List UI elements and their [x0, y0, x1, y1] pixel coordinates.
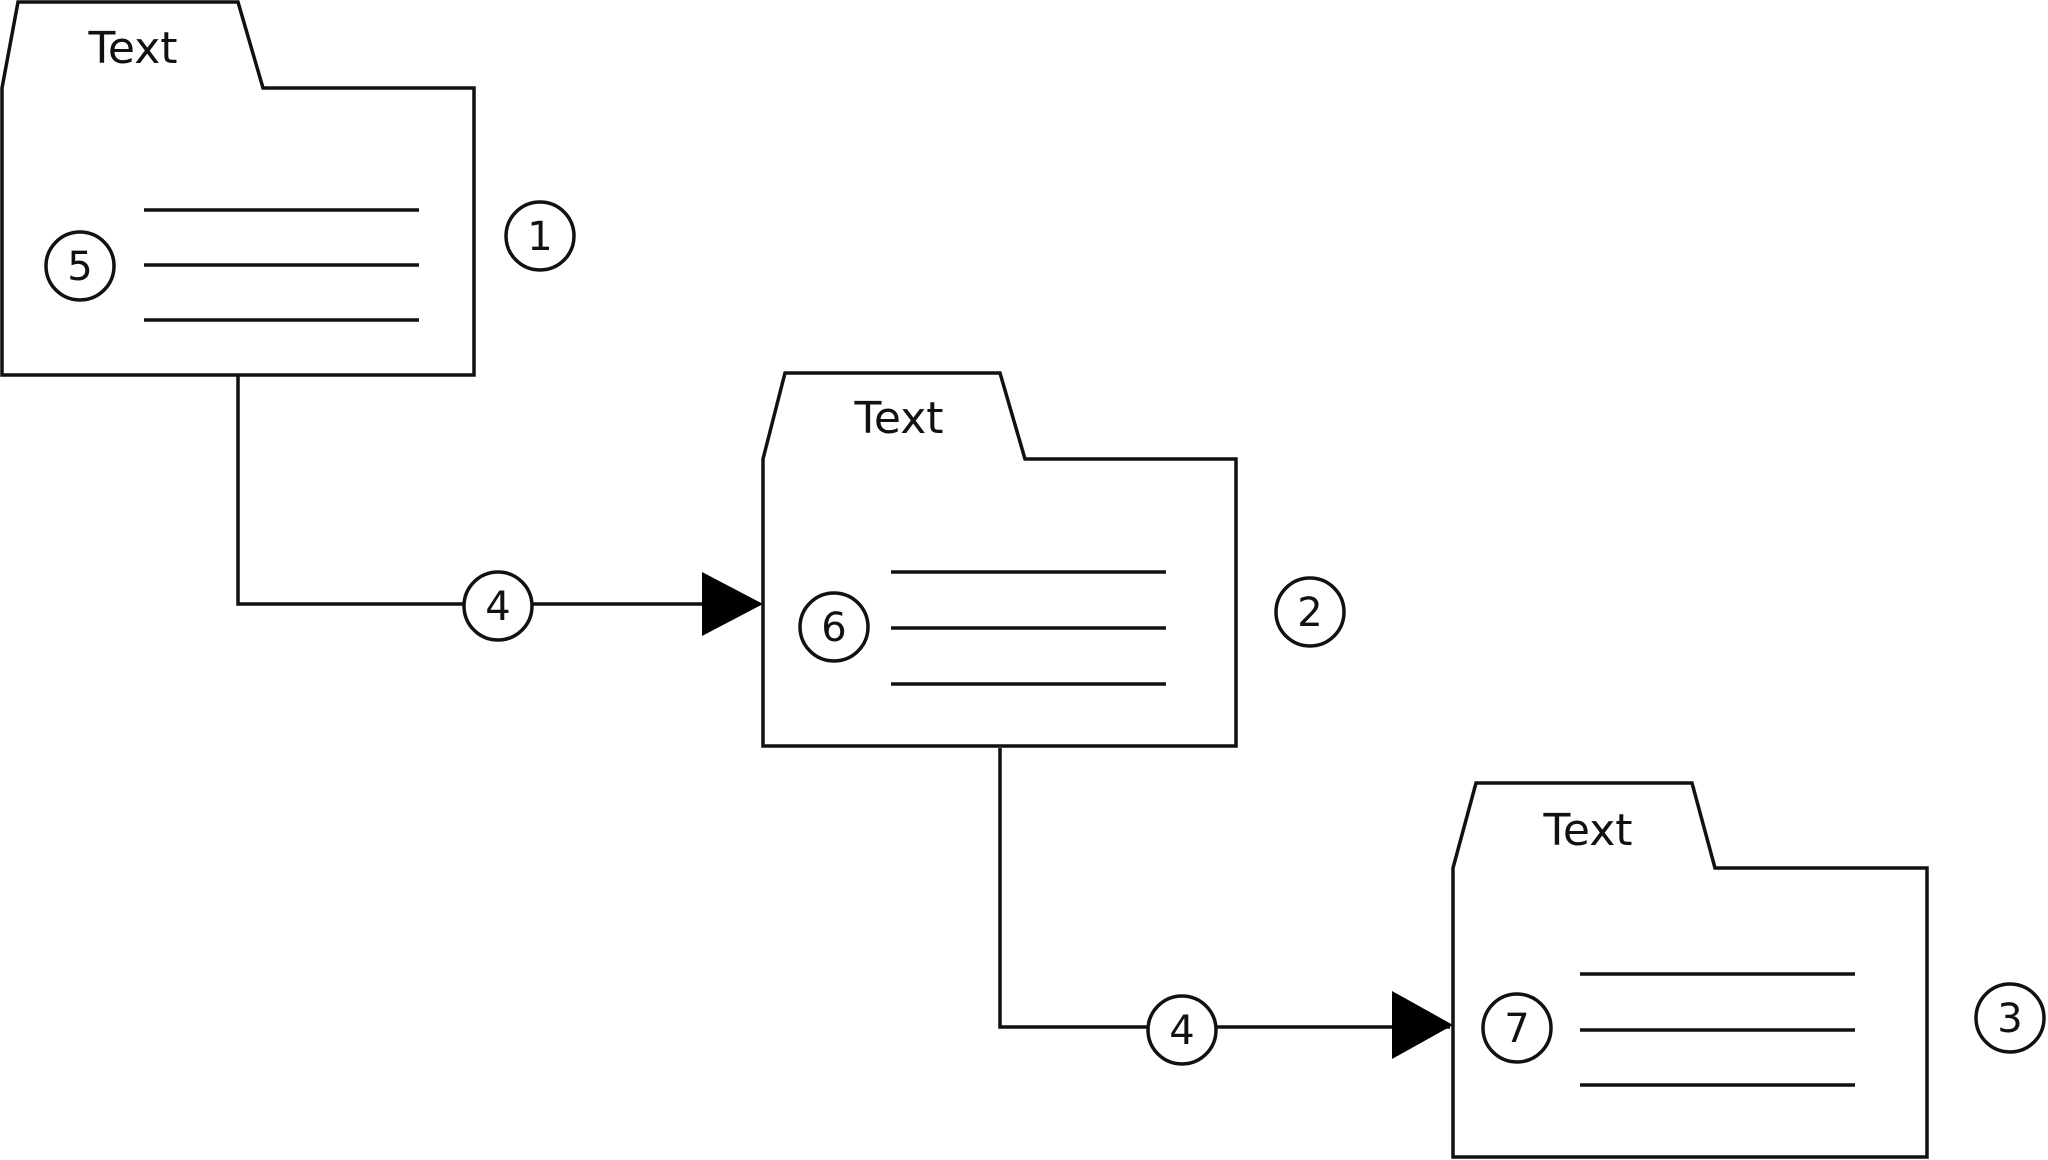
folder-1-inner-callout-circle [44, 230, 116, 302]
folder-1-inner-callout-number: 5 [67, 244, 92, 290]
folder-2-label: Text [854, 393, 944, 444]
folder-3-ref-callout-circle [1974, 982, 2046, 1054]
connector-2-callout-circle [1146, 994, 1218, 1066]
folder-3-inner-callout-number: 7 [1504, 1006, 1529, 1052]
connector-1-line [236, 375, 760, 606]
folder-2: Text 6 2 [761, 371, 1346, 748]
folder-1: Text 5 1 [0, 0, 576, 377]
folder-1-label: Text [88, 23, 178, 74]
folder-3-label: Text [1543, 805, 1633, 856]
folder-2-inner-callout-circle [798, 591, 870, 663]
folder-3-outline [1451, 781, 1929, 1159]
connector-1: 4 [236, 375, 763, 642]
connector-1-callout-number: 4 [485, 584, 510, 630]
folder-3-ref-callout-number: 3 [1997, 996, 2022, 1042]
folder-1-ref-callout-number: 1 [527, 214, 552, 260]
folder-2-outline [761, 371, 1238, 748]
connector-1-arrowhead [702, 572, 763, 636]
connector-2-line [998, 748, 1450, 1029]
folder-1-ref-callout-circle [504, 200, 576, 272]
connector-2: 4 [998, 748, 1453, 1066]
folder-3-inner-callout-circle [1481, 992, 1553, 1064]
folder-2-inner-callout-number: 6 [821, 605, 846, 651]
folder-3: Text 7 3 [1451, 781, 2046, 1159]
connector-2-arrowhead [1392, 991, 1453, 1059]
connector-2-callout-number: 4 [1169, 1008, 1194, 1054]
folder-2-ref-callout-number: 2 [1297, 590, 1322, 636]
folder-1-outline [0, 0, 476, 377]
folder-2-ref-callout-circle [1274, 576, 1346, 648]
connector-1-callout-circle [462, 570, 534, 642]
